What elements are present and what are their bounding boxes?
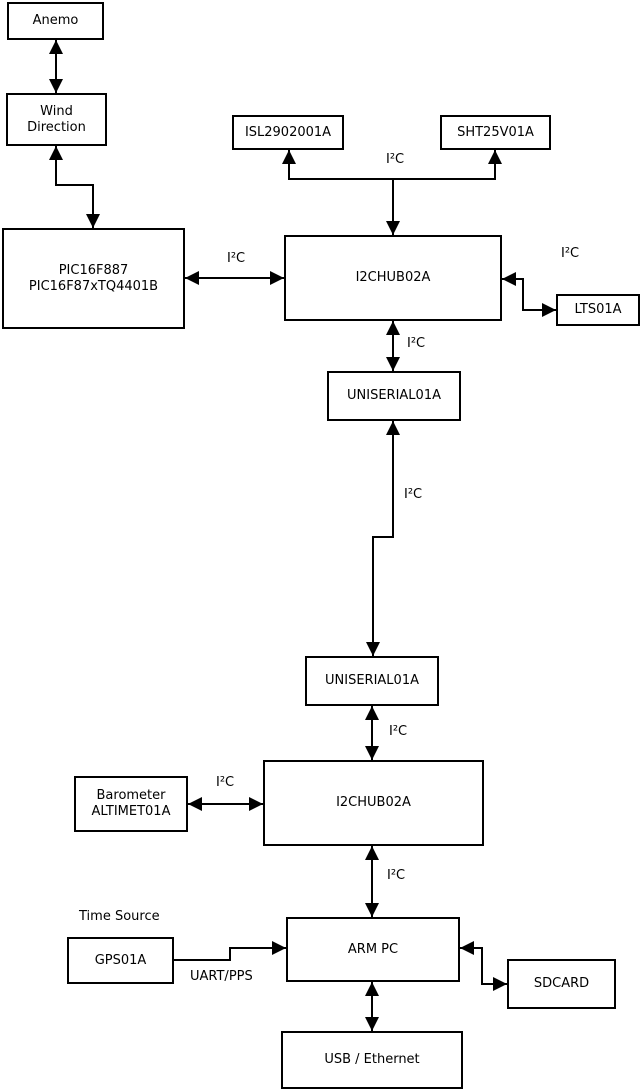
block-uniserial-top-label: UNISERIAL01A [347,388,441,403]
block-isl2902001a-label: ISL2902001A [244,124,332,140]
block-wind-direction-label-line1: Wind [40,103,73,119]
block-sdcard-label: SDCARD [533,976,590,991]
block-lts01a-label: LTS01A [574,302,622,317]
block-barometer-label-line1: Barometer [96,788,166,803]
block-sdcard: SDCARD [507,959,616,1009]
block-usb-ethernet-label: USB / Ethernet [324,1052,420,1067]
connector-gps-armpc [174,941,286,961]
block-pic-label-line1: PIC16F887 [58,262,129,278]
bus-label-i2c-pic-hub: I²C [227,251,246,266]
connector-uniserial1-uniserial2 [366,421,400,656]
bus-label-i2c-hub1-uniserial: I²C [407,336,426,351]
block-anemo: Anemo [7,2,104,40]
block-sht25v01a-label: SHT25V01A [457,124,534,140]
block-barometer-label-line2: ALTIMET01A [91,804,171,819]
block-uniserial-bottom-label: UNISERIAL01A [325,673,419,688]
block-anemo-label: Anemo [32,13,79,28]
bus-label-i2c-hub-lts: I²C [561,246,580,261]
bus-label-i2c-barometer-hub2: I²C [216,775,235,790]
block-lts01a: LTS01A [556,294,640,326]
block-wind-direction-label-line2: Direction [27,119,86,135]
block-arm-pc: ARM PC [286,917,460,982]
bus-label-i2c-long-link: I²C [404,487,423,502]
block-arm-pc-label: ARM PC [347,941,399,957]
block-i2chub-top-label: I2CHUB02A [355,270,431,285]
block-gps01a-label: GPS01A [94,952,147,968]
time-source-label: Time Source [79,909,160,924]
block-isl2902001a: ISL2902001A [232,115,344,150]
bus-label-i2c-sensor-branch: I²C [386,152,405,167]
bus-label-i2c-hub2-armpc: I²C [387,868,406,883]
block-pic-label-line2: PIC16F87xTQ4401B [28,278,159,294]
block-wind-direction: Wind Direction [6,93,107,146]
block-i2chub-bottom: I2CHUB02A [263,760,484,846]
block-i2chub-bottom-label: I2CHUB02A [336,795,411,810]
block-pic-mcu: PIC16F887 PIC16F87xTQ4401B [2,228,185,329]
block-barometer: Barometer ALTIMET01A [74,776,188,832]
block-gps01a: GPS01A [67,937,174,984]
uart-pps-label: UART/PPS [190,969,253,984]
block-sht25v01a: SHT25V01A [440,115,551,150]
block-i2chub-top: I2CHUB02A [284,235,502,321]
block-uniserial-top: UNISERIAL01A [327,371,461,421]
bus-label-i2c-uniserial-hub2: I²C [389,724,408,739]
connector-armpc-sdcard [460,941,507,991]
connector-wind-pic [49,146,100,228]
connector-hub1-lts [502,272,556,317]
block-usb-ethernet: USB / Ethernet [281,1031,463,1089]
block-uniserial-bottom: UNISERIAL01A [305,656,439,706]
